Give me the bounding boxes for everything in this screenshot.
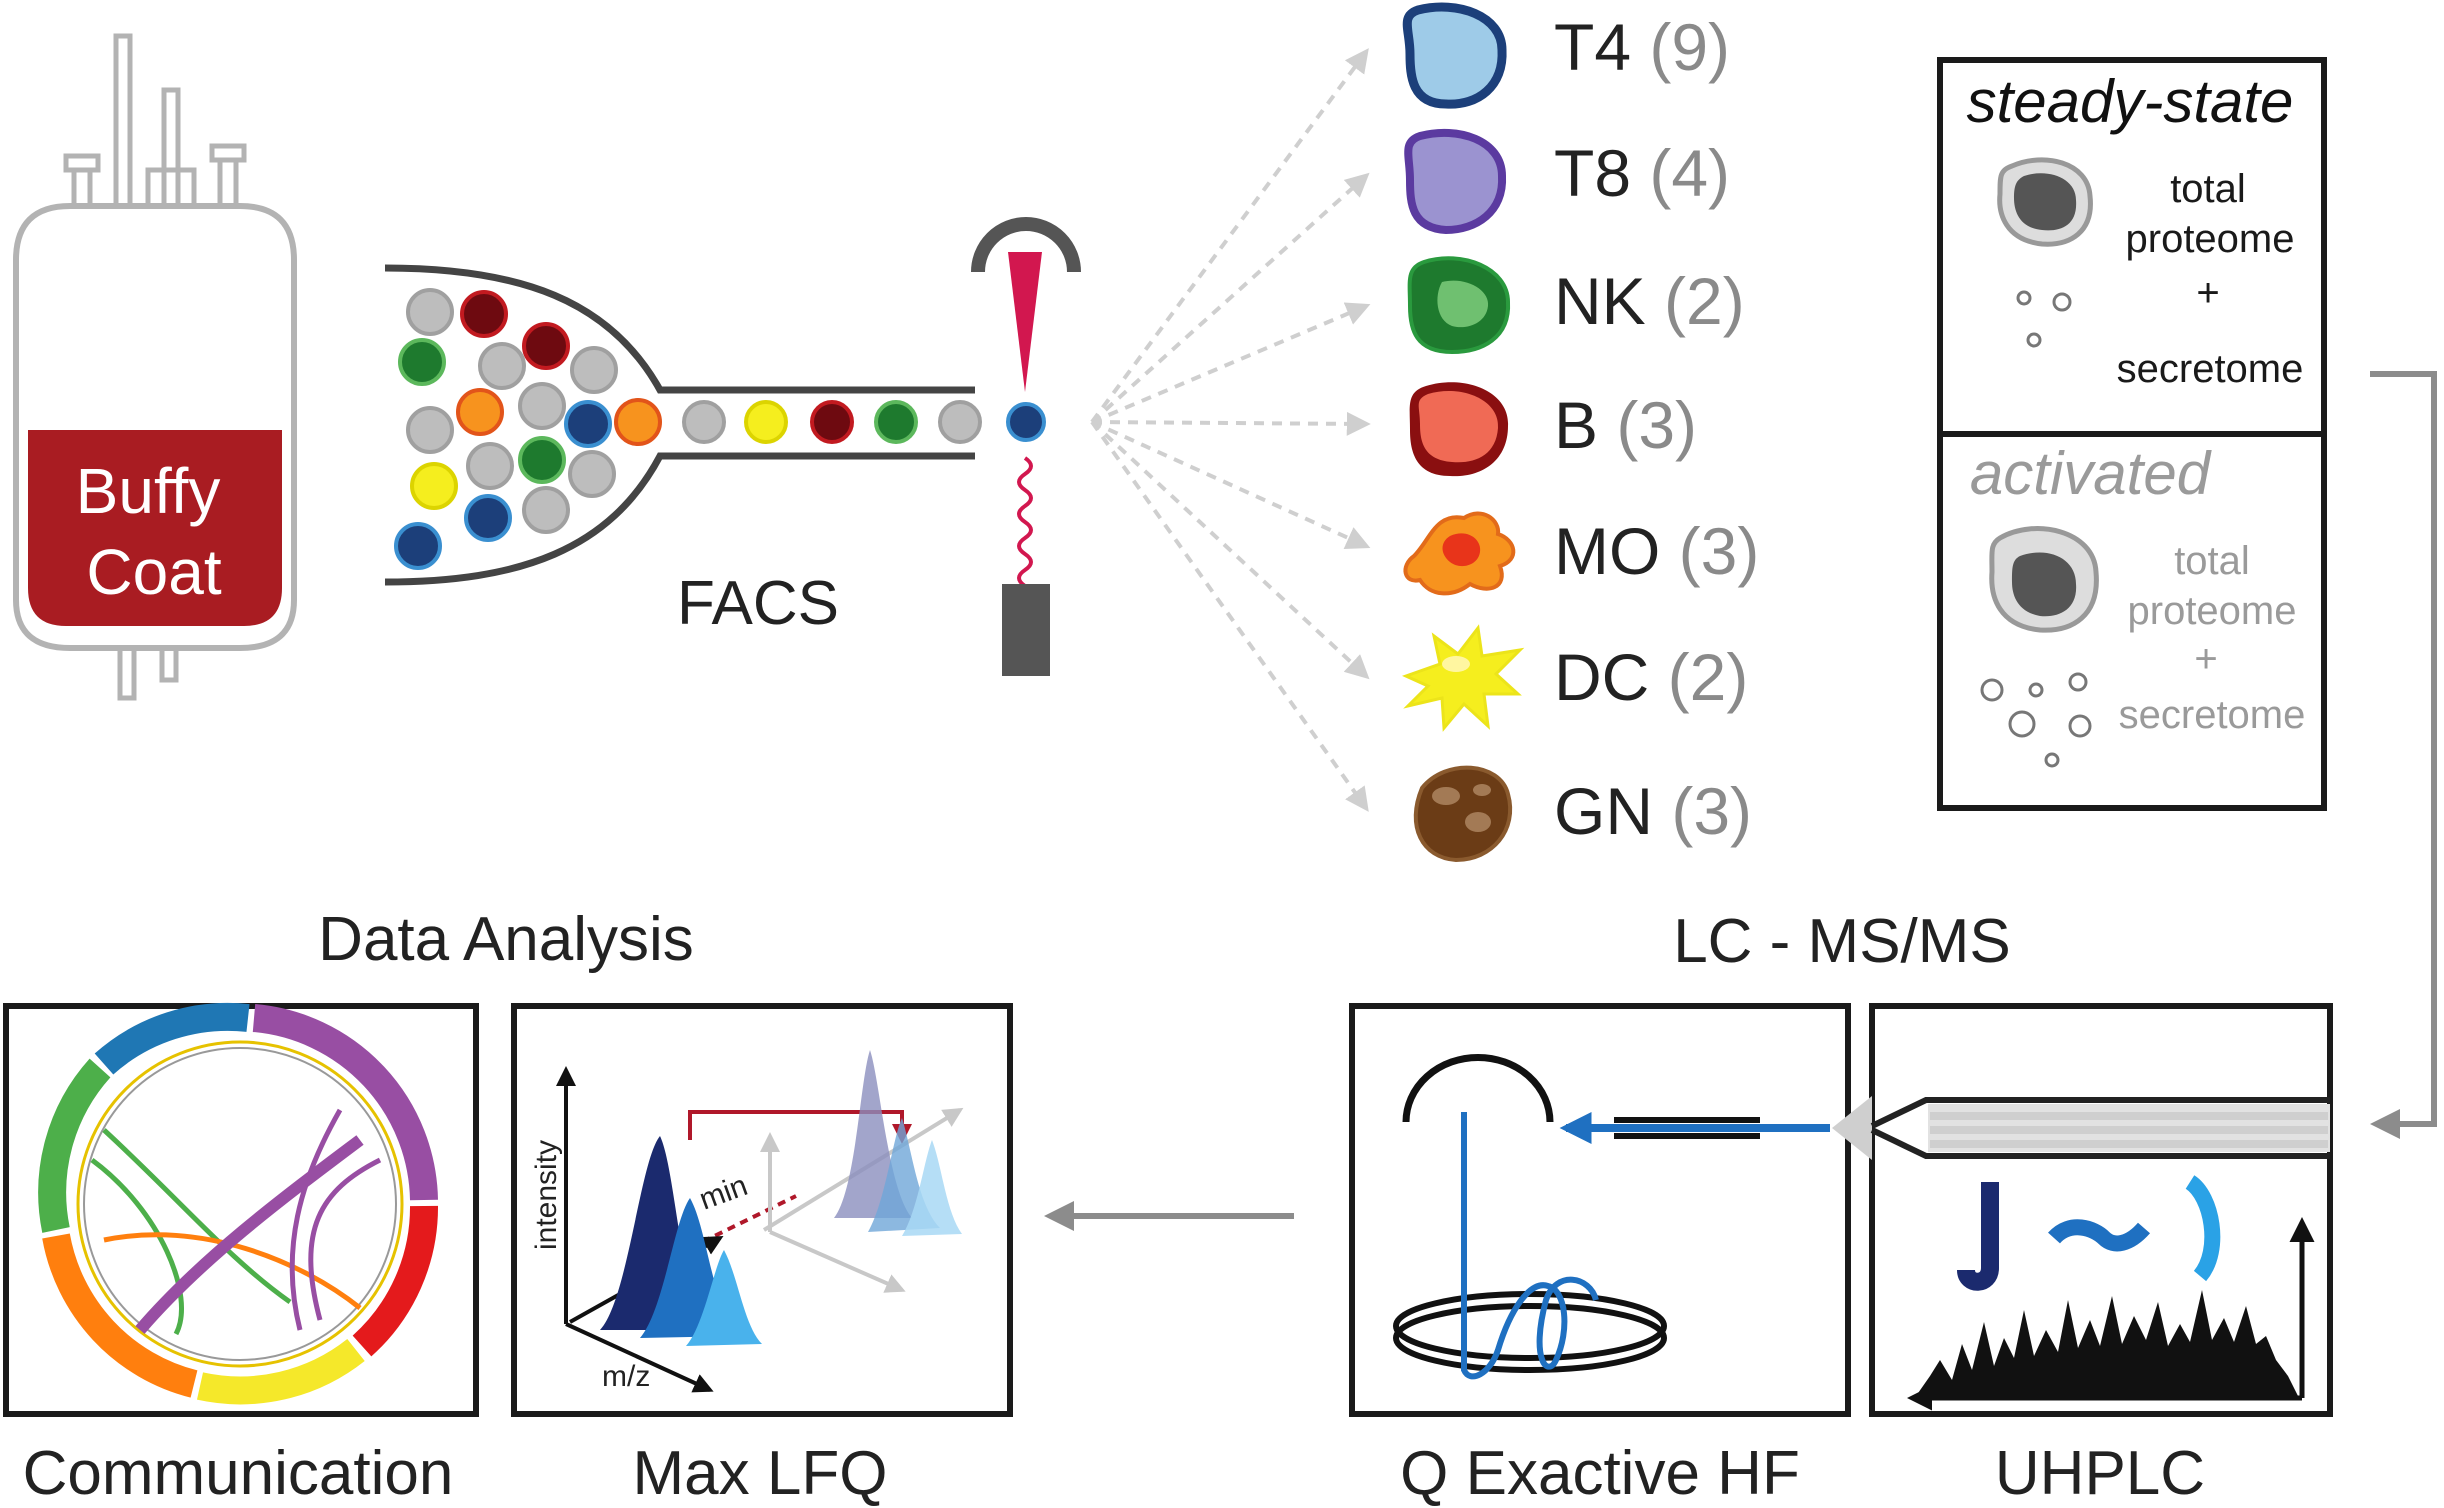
cell-icon-nk [1407, 256, 1511, 355]
cell-icon-b [1409, 382, 1509, 477]
cell-label-t4: T4 (9) [1554, 10, 1730, 84]
cell-label-gn: GN (3) [1554, 774, 1752, 848]
communication-label: Communication [23, 1439, 454, 1508]
conditions-box: steady-state total proteome + secretome … [1937, 57, 2327, 811]
maxlfq-panel: intensity m/z min [511, 1003, 1013, 1417]
cell-type-list: T4 (9) T8 (4) NK (2) B (3) MO (3) DC (2)… [1401, 2, 1759, 863]
uhplc-panel [1832, 1003, 2333, 1417]
steady-state-title: steady-state [1967, 68, 2294, 135]
facs-label: FACS [677, 569, 839, 638]
cell-icon-gn [1413, 765, 1513, 863]
cell-icon-dc [1401, 624, 1525, 732]
lcms-title: LC - MS/MS [1673, 907, 2011, 976]
cell-icon-mo [1403, 511, 1516, 596]
activated-secretome: secretome [2119, 693, 2306, 737]
activated-plus: + [2194, 637, 2217, 681]
activated-proteome: proteome [2128, 589, 2297, 633]
steady-proteome: proteome [2126, 217, 2295, 261]
buffy-label-line1: Buffy [76, 455, 221, 527]
cell-label-mo: MO (3) [1554, 514, 1759, 588]
sorting-arrows [1090, 48, 1371, 812]
qexactive-label: Q Exactive HF [1400, 1439, 1800, 1508]
qexactive-panel [1349, 1003, 1851, 1417]
steady-secretome: secretome [2117, 347, 2304, 391]
uhplc-label: UHPLC [1995, 1439, 2205, 1508]
cell-icon-t8 [1404, 128, 1507, 235]
maxlfq-label: Max LFQ [633, 1439, 888, 1508]
cell-label-dc: DC (2) [1554, 640, 1748, 714]
facs-funnel: FACS [384, 264, 1046, 638]
connector-arrow [2370, 371, 2437, 1139]
buffy-label-line2: Coat [86, 536, 221, 608]
cell-icon-t4 [1402, 2, 1507, 109]
data-analysis-title: Data Analysis [318, 905, 694, 974]
cell-label-nk: NK (2) [1554, 264, 1745, 338]
activated-title: activated [1970, 440, 2212, 507]
axis-mz-label: m/z [602, 1360, 650, 1393]
steady-plus: + [2196, 271, 2219, 315]
cell-label-b: B (3) [1554, 388, 1697, 462]
steady-total: total [2170, 167, 2246, 211]
cell-label-t8: T8 (4) [1554, 136, 1730, 210]
buffy-coat-bag: Buffy Coat [13, 33, 297, 701]
axis-intensity-label: intensity [530, 1140, 563, 1250]
facs-detector [971, 217, 1081, 676]
communication-panel [3, 1002, 479, 1417]
activated-total: total [2174, 539, 2250, 583]
